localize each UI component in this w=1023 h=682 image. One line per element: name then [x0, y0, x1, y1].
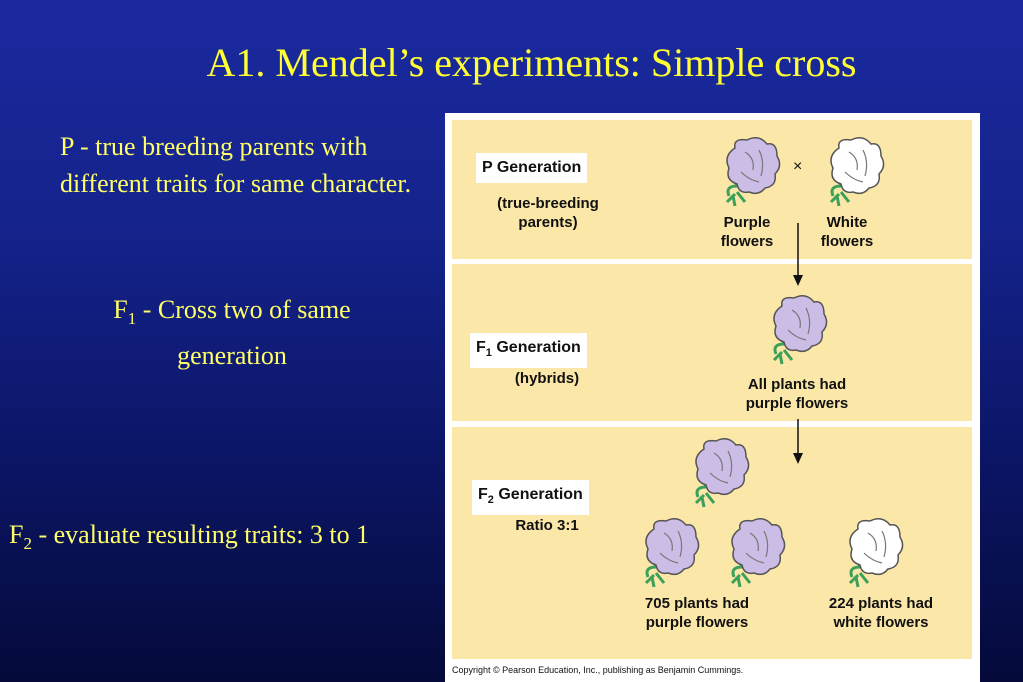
f1-to-f2-arrow-icon	[793, 419, 803, 464]
f2-prefix: F	[9, 520, 24, 549]
f2-generation-label: F2 Generation	[472, 480, 589, 516]
p-generation-panel: P Generation (true-breeding parents) × P…	[452, 120, 972, 259]
f1-purple-flower-icon	[772, 294, 828, 366]
f2-purple-flower-icon-left	[644, 517, 700, 589]
f1-generation-text: F1 - Cross two of same generation	[82, 291, 382, 374]
f2-text: - evaluate resulting traits: 3 to 1	[31, 520, 370, 549]
f1-label-suffix: Generation	[491, 339, 581, 356]
copyright-text: Copyright © Pearson Education, Inc., pub…	[452, 665, 744, 675]
f2-generation-sublabel: Ratio 3:1	[515, 517, 579, 534]
f2-generation-text: F2 - evaluate resulting traits: 3 to 1	[9, 516, 369, 562]
p-generation-label: P Generation	[476, 153, 588, 183]
f2-white-flower-icon	[848, 517, 904, 589]
p-to-f1-arrow-icon	[793, 223, 803, 286]
f2-purple-flower-icon-right	[730, 517, 786, 589]
slide-title: A1. Mendel’s experiments: Simple cross	[206, 40, 857, 85]
f1-label-prefix: F	[476, 339, 486, 356]
f1-caption: All plants had purple flowers	[745, 376, 849, 412]
mendel-cross-figure: P Generation (true-breeding parents) × P…	[445, 113, 980, 682]
f2-purple-caption: 705 plants had purple flowers	[644, 595, 750, 631]
f1-generation-label: F1 Generation	[470, 333, 587, 369]
f2-generation-panel: F2 Generation Ratio 3:1 705 plants had p…	[452, 427, 972, 659]
cross-symbol: ×	[793, 158, 803, 175]
f1-subscript: 1	[127, 309, 137, 328]
f1-generation-panel: F1 Generation (hybrids) All plants had p…	[452, 264, 972, 421]
f2-label-suffix: Generation	[493, 486, 583, 503]
f2-subscript: 2	[23, 534, 32, 553]
f1-generation-sublabel: (hybrids)	[514, 370, 580, 387]
f1-text: - Cross two of same generation	[136, 295, 351, 370]
f1-label-subscript: 1	[485, 347, 492, 360]
f2-purple-flower-icon-top	[694, 437, 750, 509]
white-flowers-caption: White flowers	[820, 214, 874, 250]
p-generation-text: P - true breeding parents with different…	[60, 132, 412, 198]
purple-flower-icon	[725, 136, 781, 208]
f2-white-caption: 224 plants had white flowers	[828, 595, 934, 631]
f1-prefix: F	[113, 295, 128, 324]
f2-label-subscript: 2	[487, 494, 494, 507]
p-generation-sublabel: (true-breeding parents)	[497, 195, 599, 231]
purple-flowers-caption: Purple flowers	[720, 214, 774, 250]
f2-label-prefix: F	[478, 486, 488, 503]
white-flower-icon	[829, 136, 885, 208]
